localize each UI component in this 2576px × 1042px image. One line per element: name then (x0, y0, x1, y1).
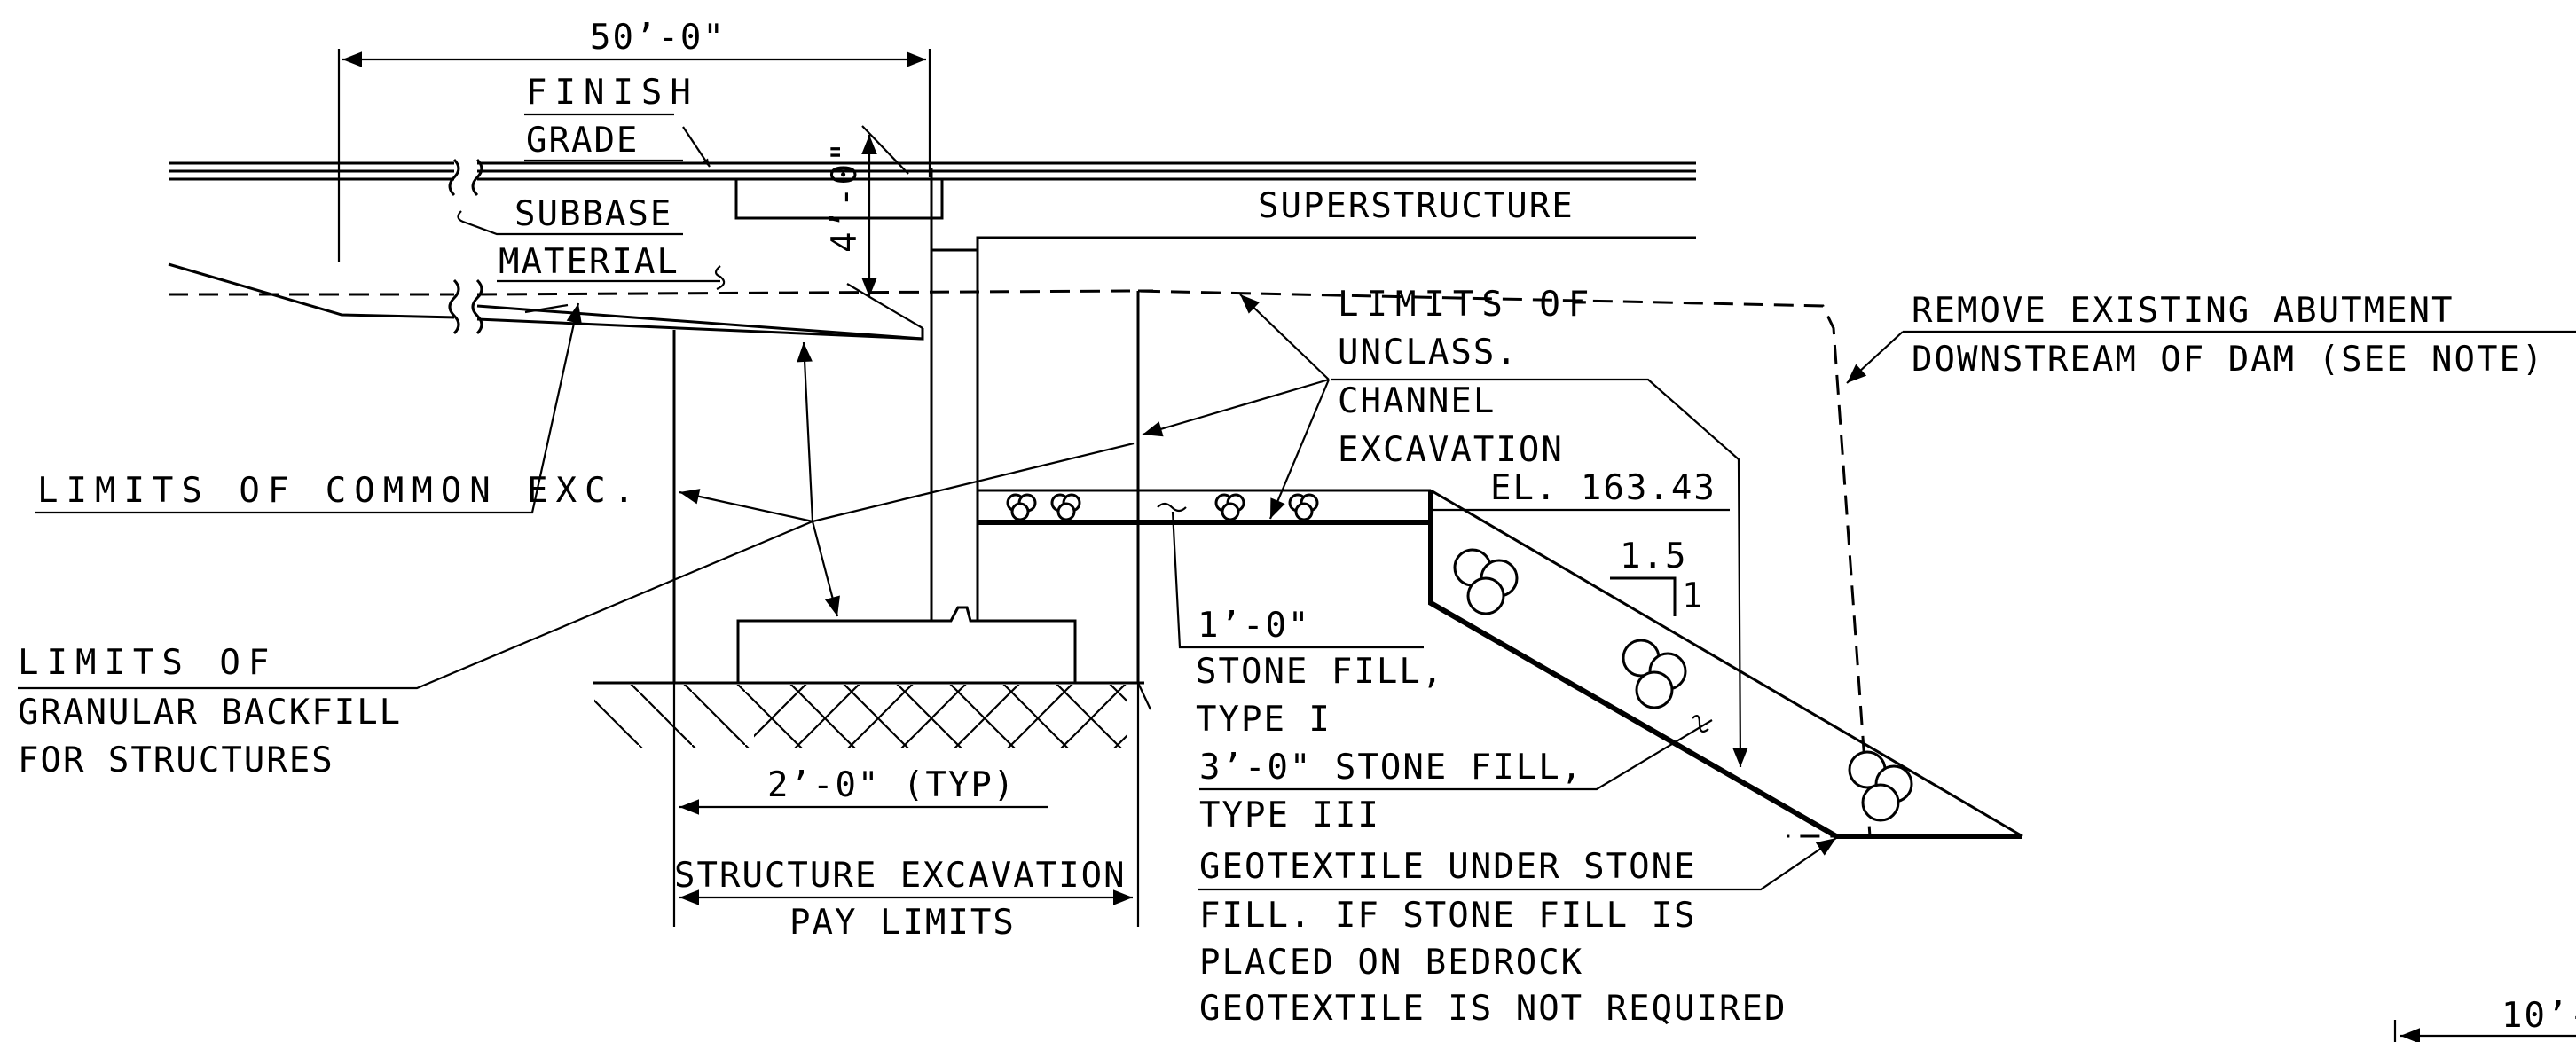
geotextile-text-3: PLACED ON BEDROCK (1199, 943, 1583, 983)
elevation-label: EL. 163.43 (1431, 468, 1730, 512)
granular-backfill-note: LIMITS OF GRANULAR BACKFILL FOR STRUCTUR… (18, 341, 1135, 780)
finish-grade-text-1: FINISH (526, 73, 699, 113)
stone-cluster (1006, 493, 1319, 521)
ground-hatch (593, 681, 1151, 748)
granular-text-2: GRANULAR BACKFILL (18, 693, 402, 733)
stone-fill-type3-type: TYPE III (1199, 795, 1380, 835)
common-exc-text: LIMITS OF COMMON EXC. (37, 471, 642, 511)
remove-abutment-text-1: REMOVE EXISTING ABUTMENT (1912, 291, 2454, 331)
subbase-text-1: SUBBASE (514, 194, 672, 234)
dimension-10ft-label: 10’- (2501, 996, 2576, 1036)
dimension-2ft-typ: 2’-0" (TYP) (672, 683, 1140, 927)
superstructure-label: SUPERSTRUCTURE (1258, 186, 1575, 226)
subbase-text-2: MATERIAL (499, 242, 679, 282)
dimension-50ft: 50’-0" (337, 18, 931, 262)
stone-fill-1ft: 1’-0" (1198, 606, 1310, 646)
geotextile-text-2: FILL. IF STONE FILL IS (1199, 896, 1697, 936)
dimension-10ft-partial: 10’- (2393, 996, 2576, 1042)
finish-grade-lines (169, 158, 1696, 220)
stone-fill-type1-type: TYPE I (1196, 700, 1331, 740)
elevation-text: EL. 163.43 (1490, 468, 1716, 508)
slope-ratio-label: 1.5 (1620, 537, 1687, 576)
finish-grade-text-2: GRADE (526, 121, 639, 161)
structure-excavation-pay-limits: STRUCTURE EXCAVATION PAY LIMITS (674, 856, 1133, 943)
unclass-text-4: EXCAVATION (1338, 430, 1564, 470)
stone-fill-3ft: 3’-0" STONE FILL, (1199, 748, 1583, 787)
limits-unclass-channel-excavation: LIMITS OF UNCLASS. CHANNEL EXCAVATION (1142, 285, 1748, 768)
pay-limits-text: PAY LIMITS (789, 903, 1016, 943)
dimension-4ft-label: 4’-0" (825, 140, 865, 253)
stone-fill-type1-text: STONE FILL, (1196, 652, 1444, 692)
finish-grade-label: FINISH GRADE (524, 73, 711, 168)
unclass-text-1: LIMITS OF (1338, 285, 1597, 325)
superstructure: SUPERSTRUCTURE (931, 186, 1696, 501)
unclass-text-3: CHANNEL (1338, 381, 1496, 421)
granular-text-1: LIMITS OF (18, 643, 277, 683)
limits-common-exc-note: LIMITS OF COMMON EXC. (35, 302, 642, 514)
slope-rise-label: 1 (1682, 576, 1704, 616)
stone-fill-slope: 1.5 1 (1428, 489, 2023, 839)
remove-abutment-text-2: DOWNSTREAM OF DAM (SEE NOTE) (1912, 340, 2544, 380)
granular-text-3: FOR STRUCTURES (18, 740, 334, 780)
structure-exc-text: STRUCTURE EXCAVATION (674, 856, 1127, 896)
typ-label: 2’-0" (TYP) (767, 765, 1016, 805)
stone-fill-type1-note: 1’-0" STONE FILL, TYPE I (1171, 511, 1444, 740)
stone-fill-type-1 (978, 489, 1431, 525)
geotextile-text-1: GEOTEXTILE UNDER STONE (1199, 847, 1697, 887)
abutment (672, 168, 1153, 683)
unclass-text-2: UNCLASS. (1338, 333, 1519, 372)
riprap-stones (1453, 548, 1913, 822)
geotextile-text-4: GEOTEXTILE IS NOT REQUIRED (1199, 989, 1787, 1029)
subbase-material-label: SUBBASE MATERIAL (457, 194, 726, 291)
existing-ground (168, 262, 1872, 838)
dimension-50ft-label: 50’-0" (590, 18, 726, 58)
stone-fill-type3-note: 3’-0" STONE FILL, TYPE III (1199, 719, 1713, 835)
geotextile-note: GEOTEXTILE UNDER STONE FILL. IF STONE FI… (1198, 837, 1837, 1029)
remove-existing-abutment-note: REMOVE EXISTING ABUTMENT DOWNSTREAM OF D… (1846, 291, 2576, 384)
dimension-4ft: 4’-0" (825, 125, 923, 329)
